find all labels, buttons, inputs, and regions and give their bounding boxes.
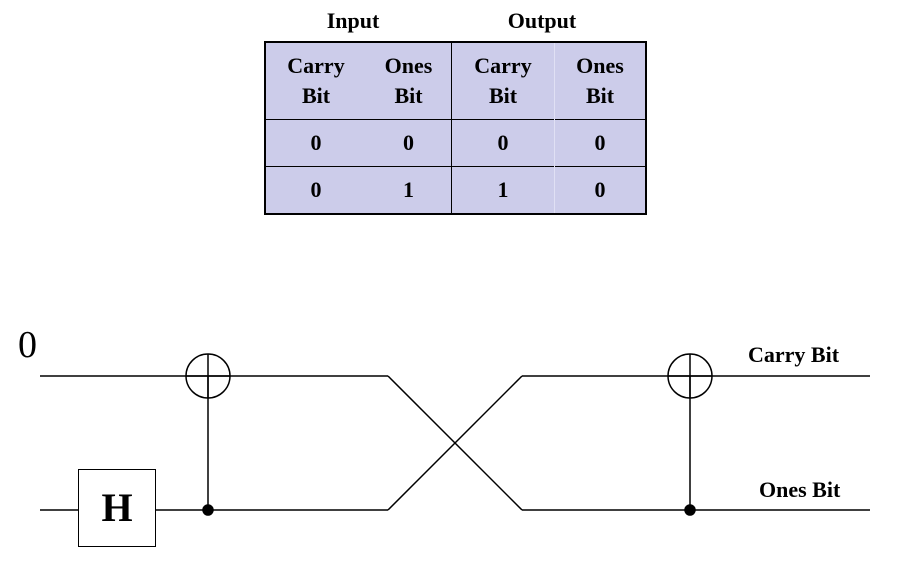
table-cell: 0	[554, 166, 646, 214]
table-cell: 0	[451, 119, 555, 167]
control-dot-icon	[202, 504, 214, 516]
hadamard-gate: H	[78, 469, 156, 547]
table-cell: 0	[366, 119, 452, 167]
swap-line-up	[387, 375, 523, 511]
carry-bit-output-label: Carry Bit	[748, 342, 840, 367]
table-row: 0 0 0 0	[265, 119, 646, 167]
output-group-header: Output	[507, 8, 577, 33]
input-group-header: Input	[326, 8, 380, 33]
table-cell: 0	[265, 166, 366, 214]
cnot-gate-1	[185, 353, 231, 516]
table-cell: 0	[265, 119, 366, 167]
control-dot-icon	[684, 504, 696, 516]
table-cell: 1	[366, 166, 452, 214]
table-cell: 0	[554, 119, 646, 167]
table-row: 0 1 1 0	[265, 166, 646, 214]
ones-bit-output-label: Ones Bit	[759, 477, 841, 502]
table-cell: 1	[451, 166, 555, 214]
initial-state-label: 0	[18, 324, 37, 366]
cnot-gate-2	[667, 353, 713, 516]
